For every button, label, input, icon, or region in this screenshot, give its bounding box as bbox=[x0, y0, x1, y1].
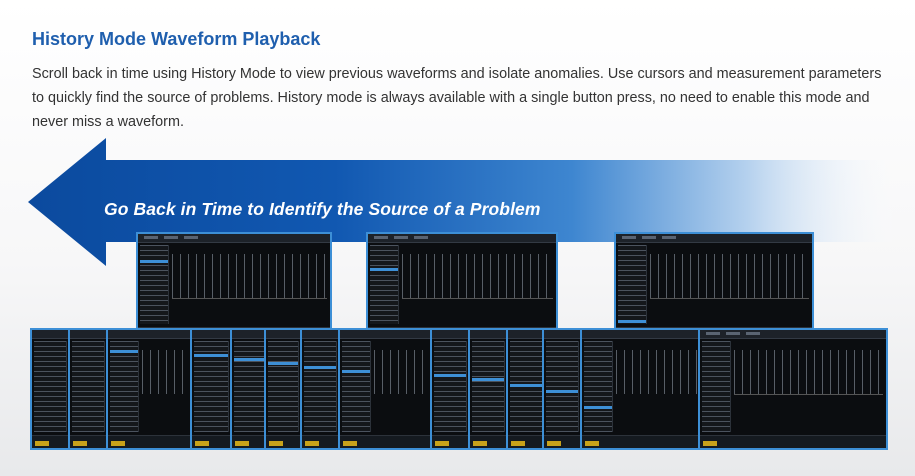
history-screenshot-bottom-8 bbox=[338, 328, 434, 450]
history-screenshot-bottom-4 bbox=[190, 328, 232, 450]
page-heading: History Mode Waveform Playback bbox=[32, 29, 321, 49]
history-screenshot-bottom-6 bbox=[264, 328, 302, 450]
arrow-banner-text: Go Back in Time to Identify the Source o… bbox=[104, 199, 541, 219]
history-screenshot-top-1 bbox=[136, 232, 332, 342]
history-screenshot-bottom-12 bbox=[542, 328, 582, 450]
history-screenshot-bottom-9 bbox=[430, 328, 470, 450]
history-screenshot-bottom-10 bbox=[468, 328, 508, 450]
history-screenshot-bottom-3 bbox=[106, 328, 192, 450]
history-screenshot-bottom-11 bbox=[506, 328, 546, 450]
page-description: Scroll back in time using History Mode t… bbox=[32, 66, 882, 130]
history-screenshot-bottom-1 bbox=[30, 328, 70, 450]
history-screenshot-top-3 bbox=[614, 232, 814, 342]
history-screenshot-bottom-13 bbox=[580, 328, 702, 450]
history-screenshot-bottom-2 bbox=[68, 328, 108, 450]
history-screenshot-top-2 bbox=[366, 232, 558, 342]
history-screenshot-bottom-7 bbox=[300, 328, 340, 450]
history-screenshot-bottom-14 bbox=[698, 328, 888, 450]
